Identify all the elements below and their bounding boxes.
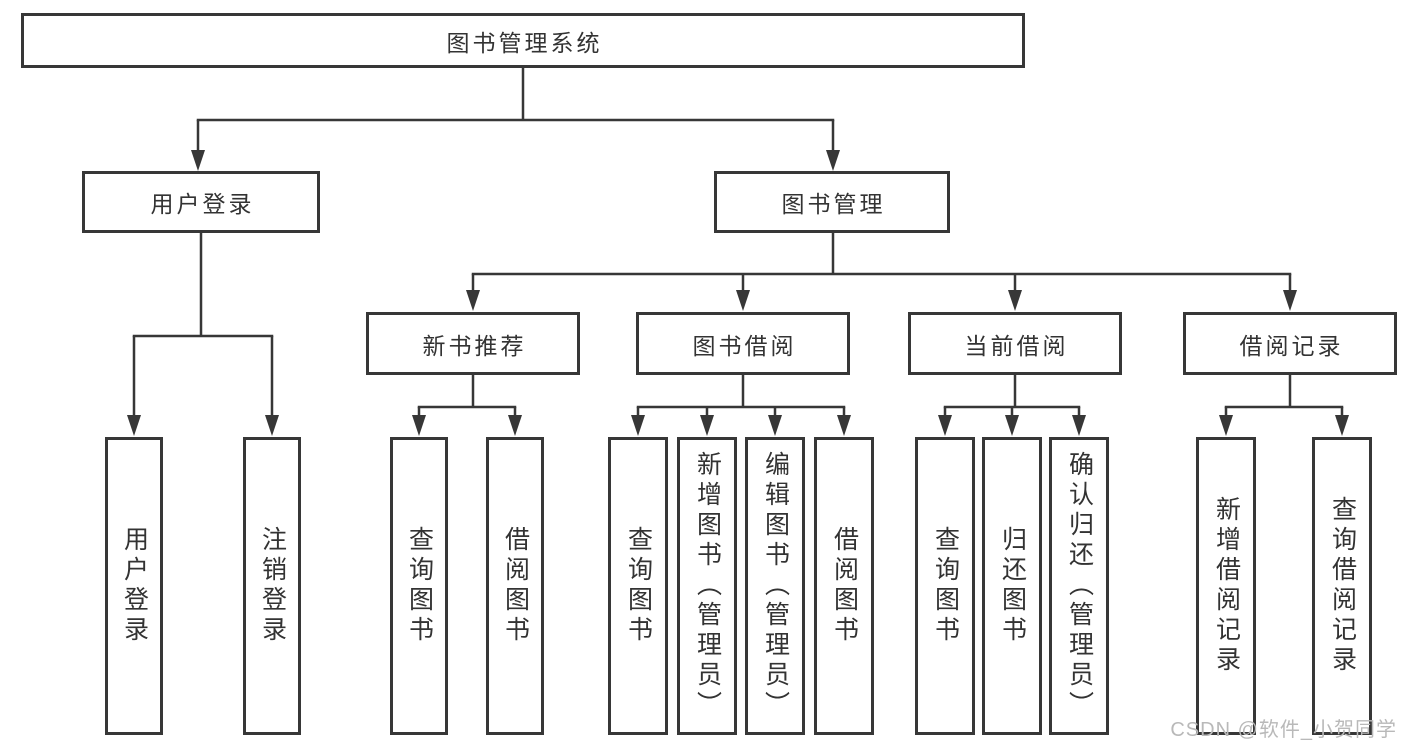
leaf-label: 借阅图书 bbox=[830, 526, 859, 646]
connector-newbook-to-leaves bbox=[412, 375, 522, 436]
node-new-book-recommendation: 新书推荐 bbox=[366, 312, 580, 375]
leaf-label: 新增图书（管理员） bbox=[693, 451, 722, 721]
node-book-management: 图书管理 bbox=[714, 171, 950, 233]
leaf-label: 查询借阅记录 bbox=[1328, 496, 1357, 676]
node-user-login: 用户登录 bbox=[82, 171, 320, 233]
node-library-management-system: 图书管理系统 bbox=[21, 13, 1025, 68]
leaf-label: 归还图书 bbox=[998, 526, 1027, 646]
leaf-label: 新增借阅记录 bbox=[1212, 496, 1241, 676]
leaf-edit-books-admin: 编辑图书（管理员） bbox=[745, 437, 805, 735]
leaf-query-books-current: 查询图书 bbox=[915, 437, 975, 735]
leaf-label: 查询图书 bbox=[405, 526, 434, 646]
connector-mgmt-to-level3 bbox=[466, 233, 1297, 311]
connector-borrow-to-leaves bbox=[631, 375, 851, 436]
leaf-confirm-return-admin: 确认归还（管理员） bbox=[1049, 437, 1109, 735]
connector-current-to-leaves bbox=[938, 375, 1086, 436]
leaf-query-books-borrow: 查询图书 bbox=[608, 437, 668, 735]
node-label: 图书管理系统 bbox=[446, 29, 603, 56]
leaf-user-login: 用户登录 bbox=[105, 437, 163, 735]
csdn-watermark: CSDN @软件_小贺同学 bbox=[1170, 719, 1397, 741]
leaf-label: 确认归还（管理员） bbox=[1065, 451, 1094, 721]
node-label: 当前借阅 bbox=[964, 332, 1069, 359]
leaf-label: 查询图书 bbox=[624, 526, 653, 646]
leaf-label: 编辑图书（管理员） bbox=[761, 451, 790, 721]
node-label: 图书借阅 bbox=[692, 332, 797, 359]
leaf-label: 查询图书 bbox=[931, 526, 960, 646]
leaf-borrow-books-newbook: 借阅图书 bbox=[486, 437, 544, 735]
leaf-label: 用户登录 bbox=[120, 526, 149, 646]
leaf-label: 借阅图书 bbox=[501, 526, 530, 646]
node-label: 新书推荐 bbox=[422, 332, 527, 359]
leaf-label: 注销登录 bbox=[258, 526, 287, 646]
leaf-query-books-newbook: 查询图书 bbox=[390, 437, 448, 735]
node-book-borrowing: 图书借阅 bbox=[636, 312, 850, 375]
leaf-add-borrow-record: 新增借阅记录 bbox=[1196, 437, 1256, 735]
node-label: 图书管理 bbox=[781, 191, 886, 217]
node-label: 用户登录 bbox=[150, 191, 255, 217]
leaf-borrow-books: 借阅图书 bbox=[814, 437, 874, 735]
connector-login-to-leaves bbox=[127, 233, 279, 436]
node-borrowing-records: 借阅记录 bbox=[1183, 312, 1397, 375]
node-label: 借阅记录 bbox=[1239, 332, 1344, 359]
leaf-return-books: 归还图书 bbox=[982, 437, 1042, 735]
leaf-add-books-admin: 新增图书（管理员） bbox=[677, 437, 737, 735]
node-current-borrowing: 当前借阅 bbox=[908, 312, 1122, 375]
connector-records-to-leaves bbox=[1219, 375, 1349, 436]
leaf-logout: 注销登录 bbox=[243, 437, 301, 735]
leaf-query-borrow-record: 查询借阅记录 bbox=[1312, 437, 1372, 735]
connector-root-to-level2 bbox=[191, 68, 840, 171]
